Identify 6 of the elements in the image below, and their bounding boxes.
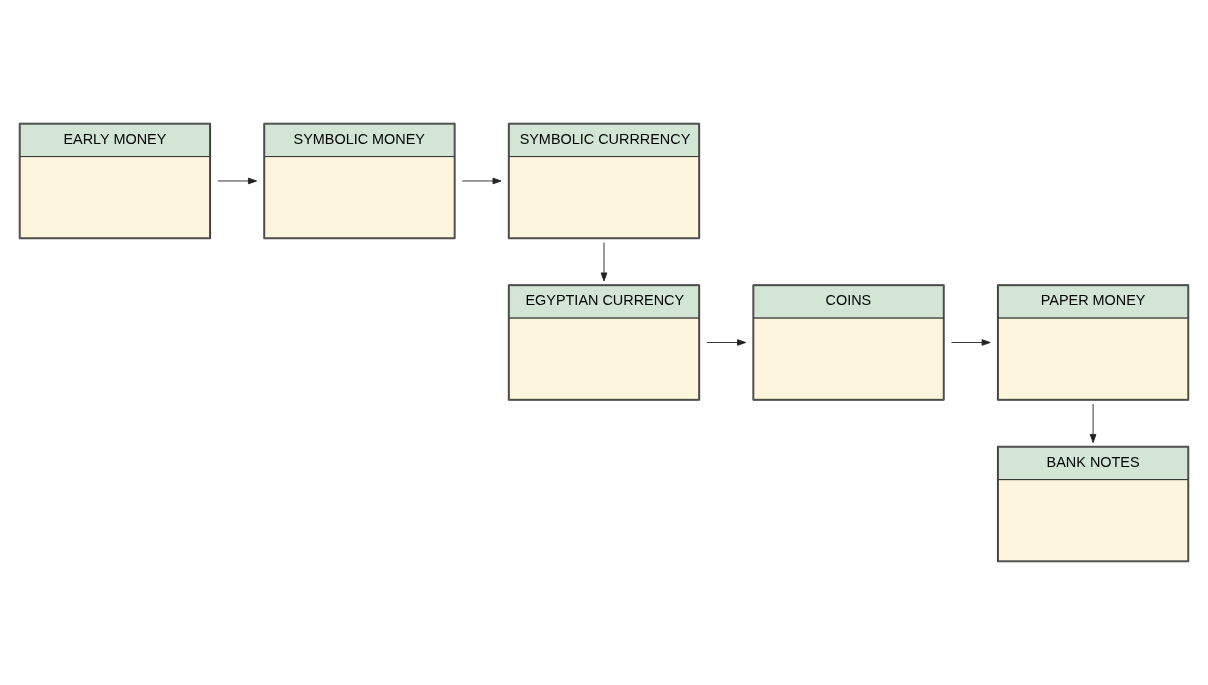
arrow — [217, 177, 257, 185]
arrow — [706, 339, 747, 346]
arrow — [600, 242, 608, 282]
arrow — [1089, 403, 1097, 443]
arrow — [951, 339, 991, 346]
arrow — [461, 177, 502, 185]
